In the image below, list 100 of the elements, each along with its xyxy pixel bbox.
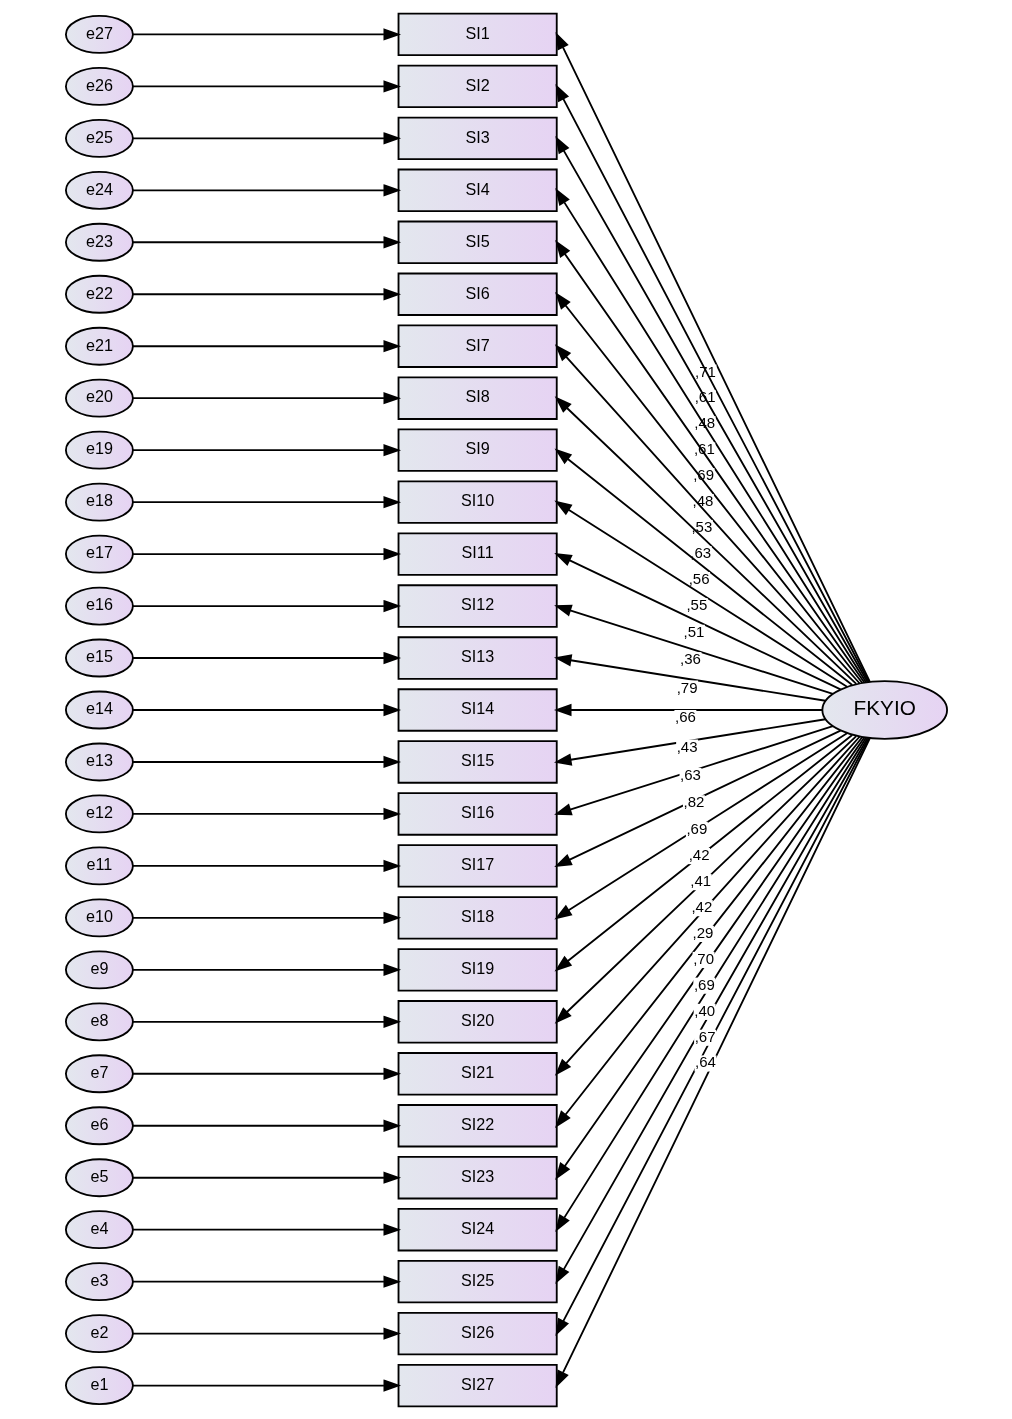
edge-label: ,69 xyxy=(693,975,715,993)
node-box: SI21 xyxy=(397,1051,558,1095)
edge-label: ,64 xyxy=(694,1052,716,1070)
arrow xyxy=(553,717,826,766)
arrow xyxy=(131,859,401,872)
arrow xyxy=(131,1275,401,1288)
edge-label: ,66 xyxy=(674,707,696,725)
node-ellipse: e25 xyxy=(64,118,134,158)
node-ellipse: e2 xyxy=(64,1313,134,1353)
arrow xyxy=(553,703,823,716)
edge-label: ,79 xyxy=(676,678,698,696)
node-box: SI4 xyxy=(397,168,558,212)
node-ellipse: e15 xyxy=(64,638,134,677)
node-box: SI16 xyxy=(397,791,558,836)
edge-label: ,67 xyxy=(694,1027,716,1045)
arrow xyxy=(131,911,401,924)
node-ellipse: e8 xyxy=(64,1001,134,1041)
node-ellipse: e19 xyxy=(64,430,134,470)
node-ellipse: e26 xyxy=(64,66,134,106)
node-box: SI19 xyxy=(397,947,558,992)
arrow xyxy=(553,500,848,688)
arrow xyxy=(131,963,401,976)
node-box: SI14 xyxy=(397,687,558,732)
node-box: SI5 xyxy=(397,220,558,264)
node-ellipse: e17 xyxy=(64,534,134,574)
arrow xyxy=(131,703,401,716)
node-ellipse: e22 xyxy=(64,274,134,314)
edge-label: ,82 xyxy=(683,792,704,810)
arrow xyxy=(131,183,401,196)
arrow xyxy=(131,1378,401,1392)
arrow xyxy=(131,1223,401,1236)
edge-label: ,42 xyxy=(690,897,712,915)
arrow xyxy=(131,27,401,41)
node-ellipse: e16 xyxy=(64,586,134,625)
node-box: SI8 xyxy=(397,375,558,420)
arrow xyxy=(554,734,857,1024)
node-box: SI11 xyxy=(397,531,558,576)
edge-label: ,56 xyxy=(688,569,710,587)
node-ellipse: e24 xyxy=(64,170,134,210)
node-box: SI24 xyxy=(397,1207,558,1251)
node-ellipse: e23 xyxy=(64,222,134,262)
edge-label: ,41 xyxy=(689,871,711,889)
node-ellipse: e27 xyxy=(64,14,134,54)
node-box: SI18 xyxy=(397,895,558,940)
edge-label: ,51 xyxy=(683,622,704,640)
node-ellipse: e21 xyxy=(64,326,134,366)
arrow xyxy=(131,1119,401,1132)
arrow xyxy=(131,1015,401,1028)
node-box: SI26 xyxy=(397,1311,558,1355)
edge-label: ,43 xyxy=(676,737,698,755)
node-ellipse: e7 xyxy=(64,1053,134,1093)
node-box: SI3 xyxy=(397,116,558,160)
arrow xyxy=(131,495,401,508)
arrow xyxy=(131,339,401,352)
node-ellipse: e1 xyxy=(64,1365,134,1405)
edge-label: ,48 xyxy=(692,491,713,509)
node-box: SI9 xyxy=(397,427,558,472)
node-ellipse: e9 xyxy=(64,949,134,989)
edge-label: ,70 xyxy=(692,949,714,967)
node-box: SI12 xyxy=(397,583,558,628)
arrow xyxy=(131,1171,401,1184)
arrow xyxy=(131,547,401,560)
node-box: SI1 xyxy=(397,12,558,56)
arrow xyxy=(131,1067,401,1080)
edge-label: ,40 xyxy=(693,1001,715,1019)
node-box: SI7 xyxy=(397,324,558,368)
node-box: SI2 xyxy=(397,64,558,108)
node-box: SI22 xyxy=(397,1103,558,1147)
node-ellipse: e6 xyxy=(64,1105,134,1145)
node-box: SI20 xyxy=(397,999,558,1044)
arrow xyxy=(131,79,401,93)
node-ellipse: e5 xyxy=(64,1157,134,1197)
arrow xyxy=(553,552,841,690)
node-box: SI27 xyxy=(397,1363,558,1407)
node-ellipse: e3 xyxy=(64,1261,134,1301)
edge-label: ,42 xyxy=(688,845,710,863)
arrow xyxy=(554,395,857,685)
arrow xyxy=(131,651,401,664)
node-ellipse: e12 xyxy=(64,794,134,833)
arrow xyxy=(553,724,834,815)
arrow xyxy=(131,131,401,144)
node-ellipse: e18 xyxy=(64,482,134,522)
arrow xyxy=(131,599,401,612)
edge-label: ,36 xyxy=(679,649,701,667)
edge-label: ,29 xyxy=(692,923,713,941)
node-box: SI25 xyxy=(397,1259,558,1303)
node-ellipse: e11 xyxy=(64,845,134,885)
node-ellipse: e20 xyxy=(64,378,134,418)
arrow xyxy=(131,807,401,820)
edge-label: ,63 xyxy=(689,543,711,561)
node-box: SI10 xyxy=(397,479,558,524)
arrow xyxy=(131,287,401,300)
node-box: SI13 xyxy=(397,635,558,680)
arrow xyxy=(131,755,401,768)
arrow xyxy=(131,443,401,456)
edge-label: ,55 xyxy=(685,595,707,613)
arrow xyxy=(131,235,401,248)
arrow xyxy=(131,1326,401,1340)
node-ellipse: FKYIO xyxy=(820,679,948,740)
arrow xyxy=(554,447,853,686)
